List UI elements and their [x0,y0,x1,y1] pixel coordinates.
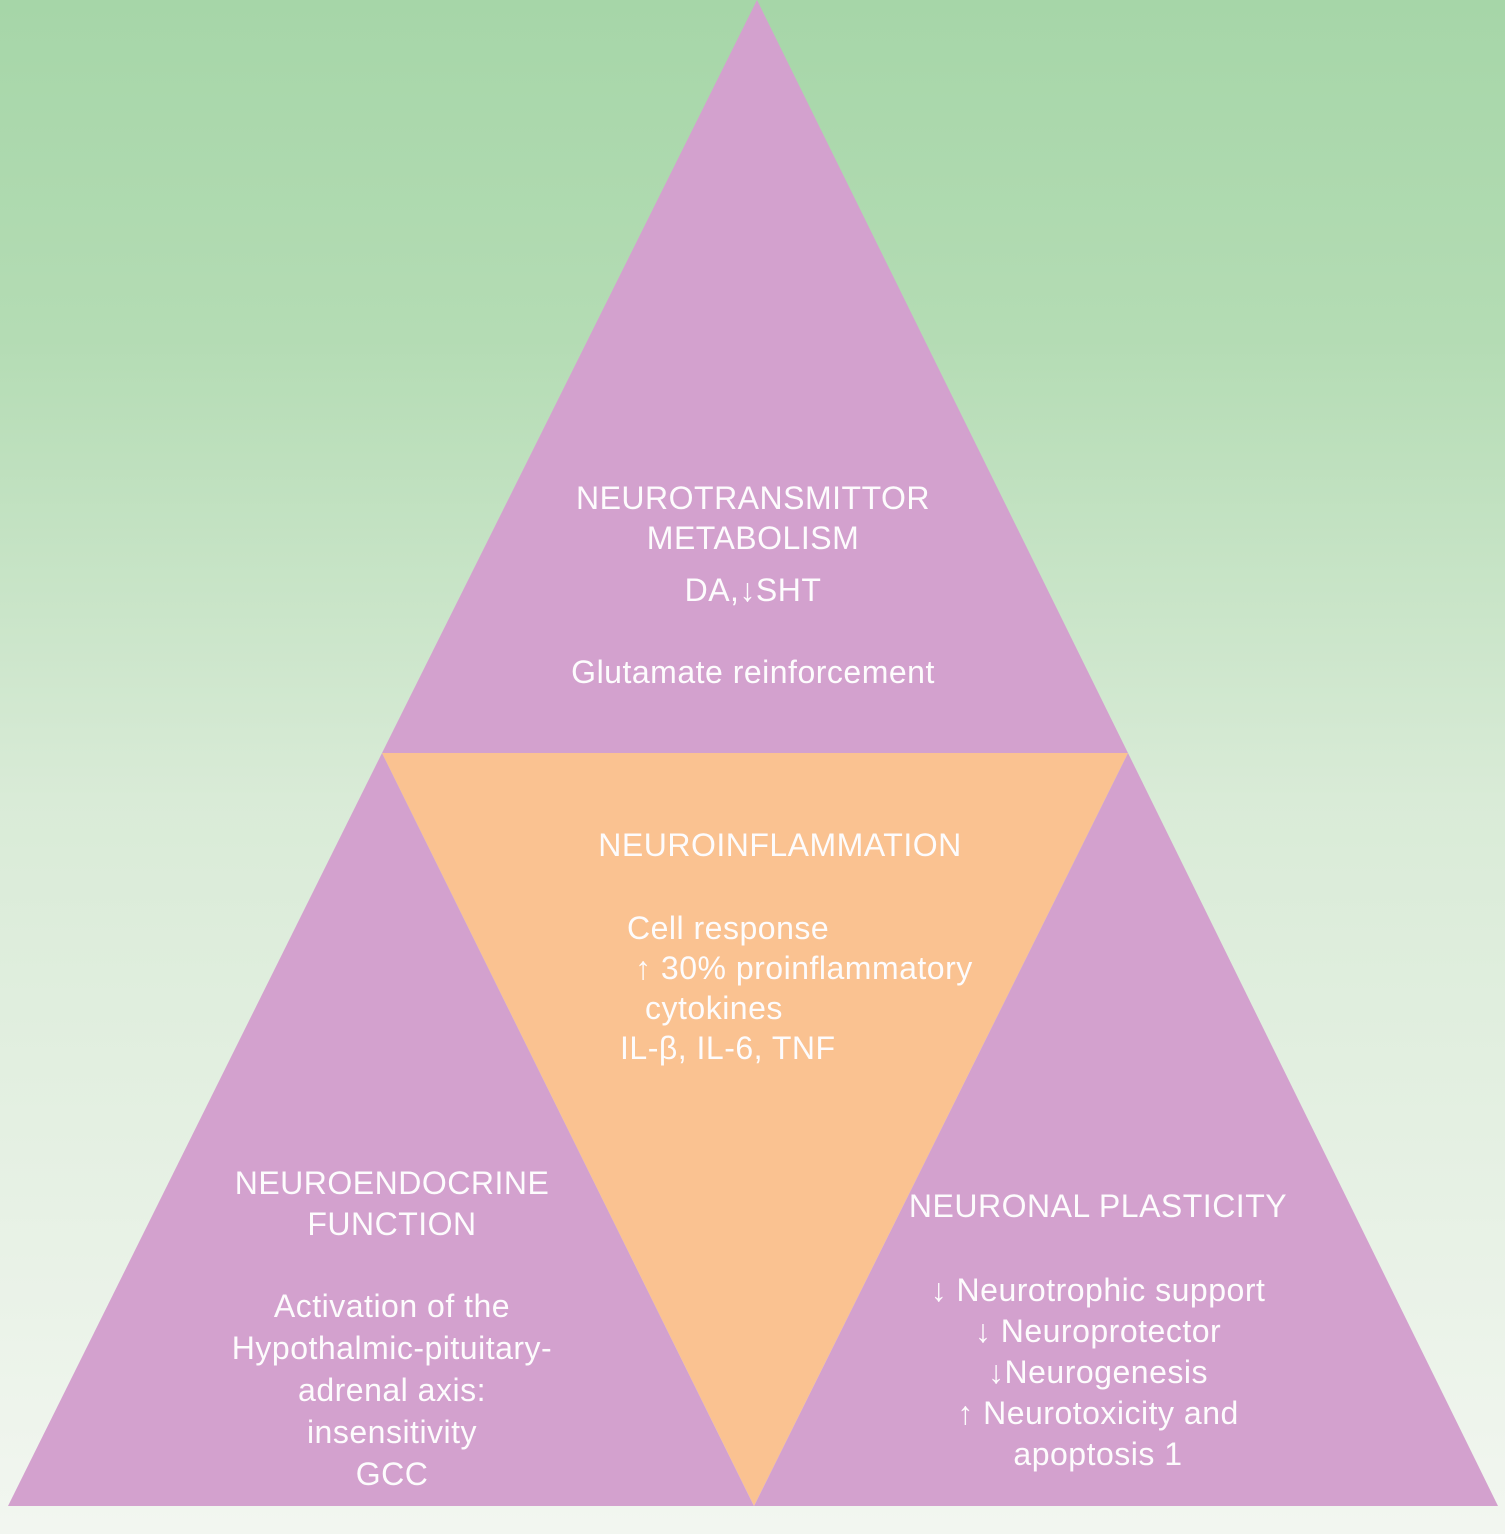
region-neurotransmitter-metabolism: NEUROTRANSMITTOR METABOLISM DA,↓SHT Glut… [403,478,1103,692]
region-neuroendocrine-function: NEUROENDOCRINE FUNCTION Activation of th… [142,1163,642,1495]
region-neuroinflammation-title: NEUROINFLAMMATION [430,825,1130,865]
bl-item-hypothalmic: Hypothalmic-pituitary- [231,1330,553,1366]
center-item-interleukins: IL-β, IL-6, TNF [620,1030,836,1066]
bottom-right-triangle [754,753,1498,1506]
bl-body: Activation of the Hypothalmic-pituitary-… [142,1285,642,1495]
center-title-line: NEUROINFLAMMATION [598,827,962,863]
top-title-line-1: NEUROTRANSMITTOR [575,480,931,516]
br-body: ↓ Neurotrophic support ↓ Neuroprotector … [838,1270,1358,1475]
bl-title-line-2: FUNCTION [307,1206,477,1242]
bl-item-gcc: GCC [355,1456,429,1492]
bl-item-insensitivity: insensitivity [306,1414,478,1450]
center-item-proinflammatory: ↑ 30% proinflammatory [635,950,973,986]
center-inverted-triangle [382,753,1128,1506]
br-item-neurotrophic: ↓ Neurotrophic support [930,1272,1266,1308]
br-title-line: NEURONAL PLASTICITY [908,1188,1288,1224]
bl-title-line-1: NEUROENDOCRINE [234,1165,550,1201]
top-triangle [382,0,1128,753]
top-item-glutamate: Glutamate reinforcement [571,654,935,690]
bottom-left-triangle [8,753,754,1506]
br-item-neurogenesis: ↓Neurogenesis [988,1354,1208,1390]
bl-item-activation: Activation of the [273,1288,511,1324]
top-title-line-2: METABOLISM [646,520,860,556]
top-item-da-5ht: DA,↓SHT [684,572,822,608]
region-neuronal-plasticity: NEURONAL PLASTICITY ↓ Neurotrophic suppo… [838,1186,1358,1475]
center-item-cell-response: Cell response [627,910,830,946]
br-item-neurotoxicity: ↑ Neurotoxicity and [957,1395,1239,1431]
br-item-neuroprotector: ↓ Neuroprotector [974,1313,1222,1349]
bl-item-adrenal-axis: adrenal axis: [298,1372,486,1408]
center-item-cytokines: cytokines [645,990,783,1026]
br-item-apoptosis: apoptosis 1 [1013,1436,1183,1472]
region-neuroinflammation-body: Cell response ↑ 30% proinflammatory cyto… [618,908,973,1068]
